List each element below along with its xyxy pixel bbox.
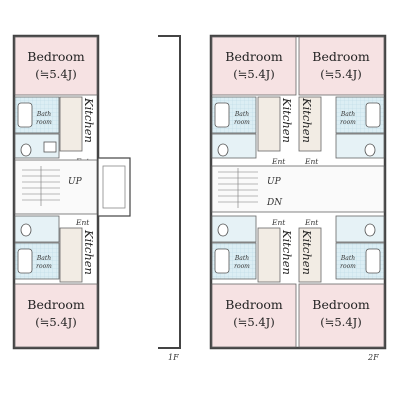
stair-up-label: UP bbox=[267, 177, 282, 187]
bathtub bbox=[365, 102, 381, 128]
stairs bbox=[22, 166, 60, 206]
bathroom-label: Bath bbox=[234, 111, 249, 118]
bathtub bbox=[17, 102, 33, 128]
floor-1f: Bedroom (≒5.4J) Bath room Kitchen Ent UP… bbox=[12, 34, 131, 350]
kitchen-label: Kitchen bbox=[82, 97, 96, 143]
kitchen-label: Kitchen bbox=[300, 229, 314, 275]
kitchen-area bbox=[257, 96, 281, 152]
toilet bbox=[20, 143, 32, 157]
bathroom-label-2: room bbox=[340, 263, 356, 270]
bedroom-room bbox=[298, 283, 385, 348]
bedroom-room bbox=[14, 283, 98, 348]
floor-2f: Bedroom (≒5.4J) Bath room Kitchen Ent Be… bbox=[209, 34, 387, 350]
bedroom-label: Bedroom bbox=[225, 49, 283, 64]
bedroom-label: Bedroom bbox=[225, 297, 283, 312]
corridor-wall bbox=[158, 35, 181, 349]
bathroom-label: Bath bbox=[36, 111, 51, 118]
bathtub bbox=[365, 248, 381, 274]
bathroom-label: Bath bbox=[234, 255, 249, 262]
bedroom-size: (≒5.4J) bbox=[233, 315, 275, 329]
toilet-area bbox=[335, 133, 385, 159]
kitchen-label: Kitchen bbox=[280, 229, 294, 275]
toilet bbox=[364, 143, 376, 157]
washbasin bbox=[43, 141, 57, 153]
bedroom-label: Bedroom bbox=[312, 49, 370, 64]
bathroom-label-2: room bbox=[36, 119, 52, 126]
bathtub bbox=[214, 102, 230, 128]
outer-wall bbox=[209, 34, 387, 350]
bedroom-room bbox=[211, 283, 297, 348]
entrance-label: Ent bbox=[75, 218, 90, 227]
bathroom-label-2: room bbox=[36, 263, 52, 270]
toilet bbox=[20, 223, 32, 237]
bathroom-label: Bath bbox=[36, 255, 51, 262]
toilet bbox=[364, 223, 376, 237]
toilet bbox=[217, 223, 229, 237]
bathtub bbox=[17, 248, 33, 274]
bathtub bbox=[214, 248, 230, 274]
bathroom-label-2: room bbox=[340, 119, 356, 126]
bedroom-label: Bedroom bbox=[27, 297, 85, 312]
bedroom-label: Bedroom bbox=[27, 49, 85, 64]
entrance-label: Ent bbox=[271, 218, 286, 227]
bedroom-size: (≒5.4J) bbox=[35, 315, 77, 329]
kitchen-area bbox=[298, 227, 322, 283]
entrance-label: Ent bbox=[304, 157, 319, 166]
bathroom-label: Bath bbox=[340, 111, 355, 118]
kitchen-area bbox=[257, 227, 281, 283]
stair-up-label: UP bbox=[68, 177, 83, 187]
kitchen-label: Kitchen bbox=[300, 97, 314, 143]
kitchen-area bbox=[59, 96, 83, 152]
landing-inner bbox=[102, 165, 126, 209]
floor-label-2f: 2F bbox=[367, 353, 379, 362]
kitchen-area bbox=[298, 96, 322, 152]
bedroom-room bbox=[298, 36, 385, 96]
bathroom-label-2: room bbox=[234, 263, 250, 270]
stair-hall bbox=[14, 159, 98, 215]
bedroom-size: (≒5.4J) bbox=[35, 67, 77, 81]
toilet-area bbox=[335, 215, 385, 243]
stair-hall bbox=[211, 165, 385, 213]
entrance-label: Ent bbox=[271, 157, 286, 166]
bedroom-room bbox=[211, 36, 297, 96]
toilet bbox=[217, 143, 229, 157]
bedroom-label: Bedroom bbox=[312, 297, 370, 312]
bedroom-size: (≒5.4J) bbox=[320, 315, 362, 329]
toilet-area bbox=[14, 215, 60, 243]
bathroom-label-2: room bbox=[234, 119, 250, 126]
bathroom-label: Bath bbox=[340, 255, 355, 262]
floor-label-1f: 1F bbox=[168, 353, 179, 362]
bedroom-room bbox=[14, 36, 98, 96]
toilet-area bbox=[211, 133, 257, 159]
bedroom-size: (≒5.4J) bbox=[233, 67, 275, 81]
kitchen-area bbox=[59, 227, 83, 283]
stair-down-label: DN bbox=[266, 198, 283, 208]
kitchen-label: Kitchen bbox=[280, 97, 294, 143]
entrance-label: Ent bbox=[304, 218, 319, 227]
bedroom-size: (≒5.4J) bbox=[320, 67, 362, 81]
kitchen-label: Kitchen bbox=[82, 229, 96, 275]
stairs bbox=[218, 168, 258, 208]
